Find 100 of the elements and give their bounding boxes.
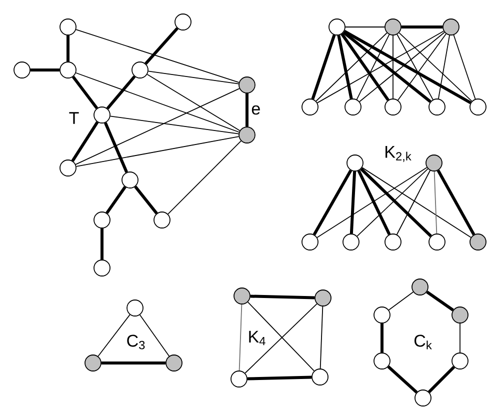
edge-line [316,167,428,238]
vertex-circle [374,352,390,370]
graph-label: K$_{2,k}$ [386,146,412,162]
vertex-circle [384,98,402,116]
vertex-circle [94,106,110,124]
edge-line [144,27,178,65]
edge-line [76,29,240,83]
edge-line [320,306,324,369]
edge-line [345,26,385,28]
edge-line [428,366,456,394]
edge-line [396,170,431,235]
edge-line [71,121,99,162]
edge-line [342,31,432,103]
vertex-circle [426,154,442,172]
vertex-circle [122,172,138,188]
vertex-circle [94,212,110,228]
vertex-circle [314,290,332,306]
vertex-circle [312,368,328,386]
edge-line [247,376,312,380]
vertex-circle [344,98,362,116]
vertex-circle [442,18,460,36]
edge-line [434,171,438,234]
vertex-circle [60,18,76,36]
edge-line [76,136,240,167]
vertex-circle [428,98,446,116]
vertex-circle [412,278,428,296]
vertex-circle [132,62,148,78]
edge-line [438,34,450,100]
edge-line [139,314,170,357]
edge-line [436,170,476,236]
vertex-circle [238,76,256,94]
vertex-circle [230,370,248,388]
vertex-circle [428,234,446,250]
edge-line [134,186,158,214]
edge-line [398,33,446,101]
graph-label: C$_{3}$ [127,334,145,350]
vertex-circle [166,354,182,372]
edge-line [238,304,242,371]
vertex-circle [234,288,250,304]
edge-line [146,74,240,132]
vertex-circle [470,98,486,116]
vertex-circle [60,160,76,176]
edge-line [392,35,394,99]
vertex-circle [174,14,192,30]
edge-line [357,170,391,236]
edge-line [388,292,414,310]
vertex-circle [384,234,402,250]
edge-line [66,35,70,62]
edge-line [401,26,443,28]
edge-line [98,314,130,357]
edge-label: e [250,104,262,116]
edge-line [168,140,242,214]
vertex-circle [60,62,76,78]
edge-line [396,34,434,100]
edge-line [246,93,248,127]
edge-line [340,33,390,101]
edge-line [106,75,136,110]
vertex-circle [84,354,102,372]
vertex-circle [374,306,390,324]
edge-line [426,290,454,312]
edge-line [453,34,476,100]
edge-line [398,32,472,102]
edge-line [311,34,336,100]
vertex-circle [302,234,318,250]
edge-line [110,116,240,134]
vertex-circle [94,260,110,276]
vertex-circle [154,212,170,228]
graph-label: T [69,112,79,124]
edge-line [362,167,472,238]
edge-line [316,30,444,104]
vertex-circle [452,306,468,324]
vertex-circle [342,234,360,250]
vertex-circle [238,126,256,144]
edge-line [104,122,128,173]
edge-line [344,30,472,104]
edge-line [359,32,445,102]
vertex-circle [414,390,432,406]
edge-line [148,70,240,84]
edge-line [30,68,60,72]
edge-line [76,72,240,133]
edge-line [250,294,315,300]
edge-line [72,76,98,110]
vertex-circle [346,154,364,172]
edge-line [356,34,390,100]
vertex-circle [470,234,486,250]
vertex-circle [126,300,144,316]
vertex-circle [302,98,318,116]
graph-label: C$_{k}$ [414,334,432,350]
edge-line [350,171,356,234]
graph-label: K$_{4}$ [249,330,266,346]
edge-line [106,186,126,214]
edge-line [100,228,104,260]
vertex-circle [14,62,30,78]
edge-line [387,366,418,394]
edge-line [380,323,384,353]
edge-line [337,34,353,100]
edge-line [312,170,352,236]
edge-line [75,88,240,165]
vertex-circle [328,18,346,36]
vertex-circle [384,18,402,36]
